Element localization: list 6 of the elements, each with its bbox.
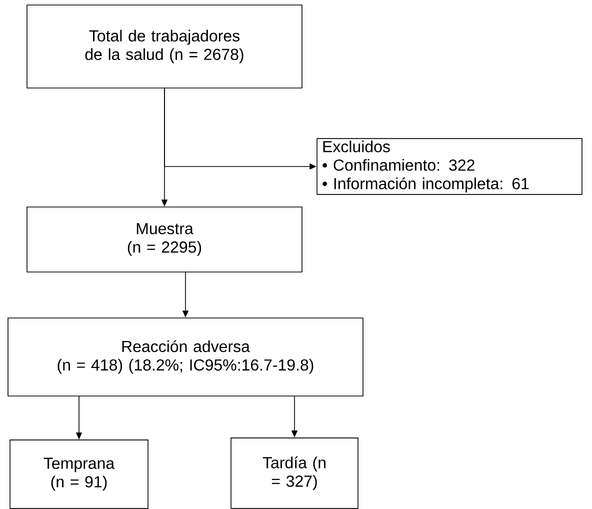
process-box: Reacción adversa (n = 418) (18.2%; IC95%:16.7-19.8) xyxy=(8,318,364,396)
process-box: Temprana (n = 91) xyxy=(10,440,148,509)
process-box: Muestra (n = 2295) xyxy=(26,206,302,272)
exclusion-box: Excluidos • Confinamiento: 322 • Información incompleta: 61 xyxy=(316,138,582,195)
process-box: Total de trabajadores de la salud (n = 2678) xyxy=(26,4,302,88)
process-box: Tardía (n = 327) xyxy=(230,438,358,509)
